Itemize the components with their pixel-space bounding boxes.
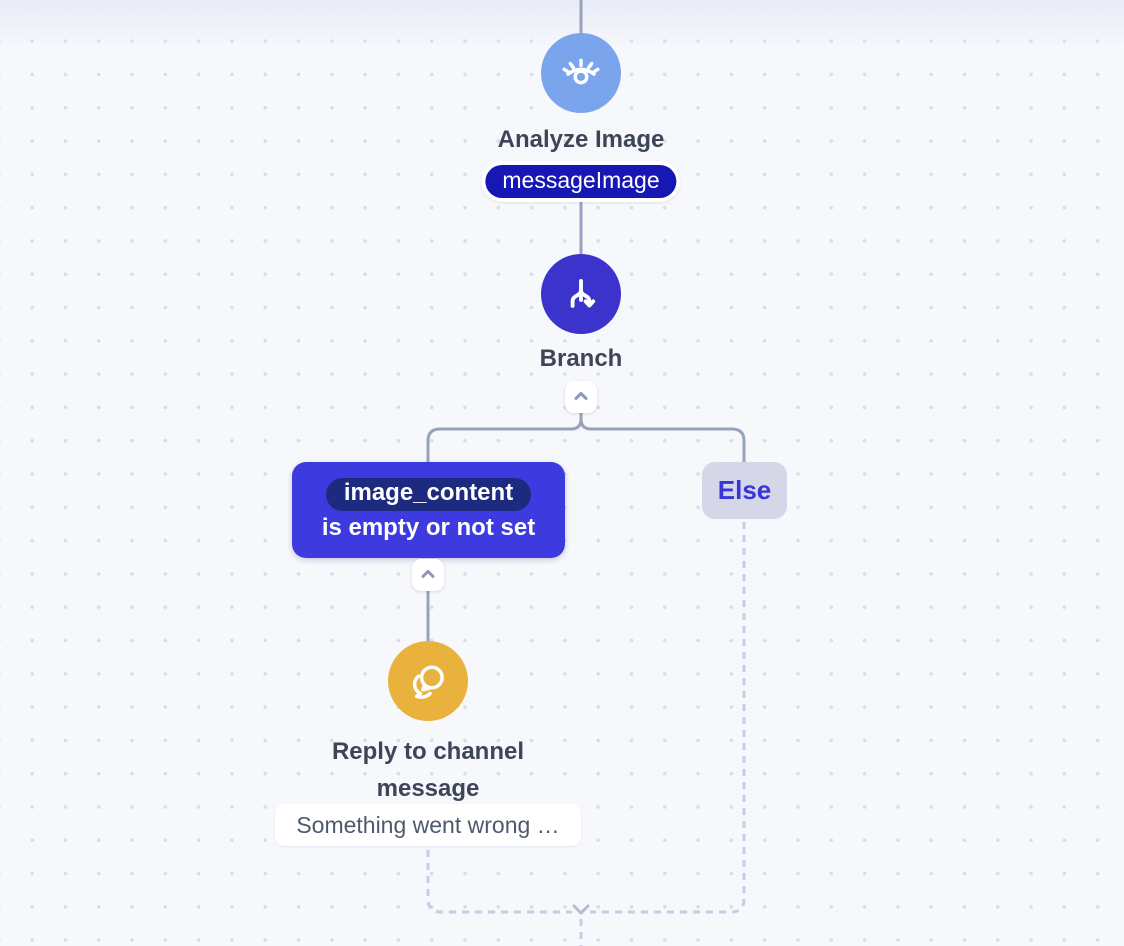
condition-collapse-button[interactable]: [412, 559, 444, 591]
chevron-up-icon: [416, 562, 440, 589]
branch-node[interactable]: [541, 254, 621, 334]
reply-message-preview[interactable]: Something went wrong …: [275, 804, 581, 846]
connector-branch-else: [579, 413, 746, 464]
analyze-variable-badge[interactable]: messageImage: [481, 161, 681, 202]
connector-dashed-else: [590, 522, 746, 914]
analyze-image-node[interactable]: [541, 33, 621, 113]
merge-arrow-icon: [572, 904, 590, 915]
branch-collapse-button[interactable]: [565, 381, 597, 413]
reply-node-title: Reply to channel message: [331, 738, 525, 802]
branch-else-box[interactable]: Else: [702, 462, 787, 519]
analyze-node-title: Analyze Image: [497, 126, 665, 153]
chat-bubbles-icon: [406, 659, 450, 703]
chevron-up-icon: [569, 384, 593, 411]
preview-text: Something went wrong …: [296, 811, 560, 838]
condition-variable-pill: image_content: [325, 478, 532, 511]
reply-node[interactable]: [388, 641, 468, 721]
branch-split-icon: [560, 273, 602, 315]
condition-text: is empty or not set: [321, 514, 536, 541]
branch-condition-box[interactable]: image_content is empty or not set: [292, 462, 565, 558]
branch-node-title: Branch: [539, 345, 623, 372]
else-label: Else: [717, 475, 772, 505]
connector-branch-condition: [426, 413, 583, 463]
eye-icon: [560, 52, 602, 94]
variable-pill: messageImage: [485, 165, 677, 198]
connector-dashed-left: [426, 850, 572, 914]
